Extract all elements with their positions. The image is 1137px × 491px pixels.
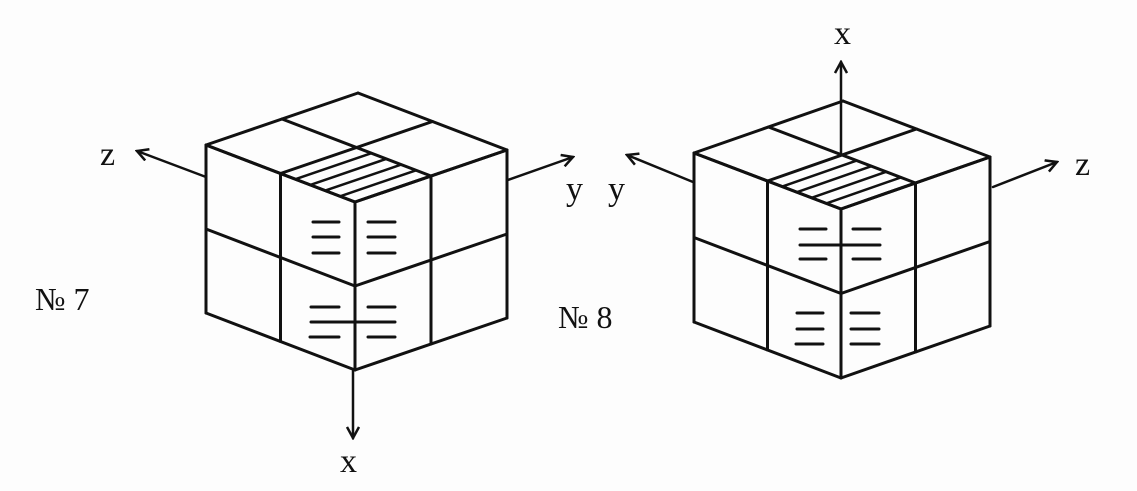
y-axis-arrow: [506, 157, 573, 182]
left-face-horizontal-line: [204, 311, 357, 372]
hatch-line: [810, 170, 888, 200]
left-face-horizontal-line: [692, 320, 843, 380]
left-face-horizontal-line: [692, 236, 843, 295]
top-grid-line: [841, 99, 992, 159]
z-axis-arrow: [991, 162, 1057, 189]
top-grid-line: [356, 91, 509, 152]
figure-7-axis-y-label: y: [566, 171, 583, 208]
cube-figure-7: [137, 91, 573, 438]
figure-7-label: № 7: [35, 281, 90, 317]
hatch-line: [323, 163, 403, 192]
hatch-line: [294, 151, 373, 181]
right-face-horizontal-line: [839, 240, 992, 295]
z-axis-arrow: [137, 151, 208, 179]
figure-8-axis-y-label: y: [608, 171, 625, 208]
figure-7-axis-x-label: x: [340, 443, 357, 480]
right-face-horizontal-line: [353, 316, 509, 372]
cube-figure-8: [627, 62, 1057, 380]
top-grid-line: [204, 91, 360, 147]
hatch-line: [780, 159, 858, 188]
hatch-line: [825, 176, 903, 205]
hatch-line: [309, 157, 388, 187]
figure-8-axis-x-label: x: [834, 15, 851, 52]
top-grid-line: [692, 99, 845, 155]
top-grid-line: [767, 125, 917, 185]
figure-8-axis-z-label: z: [1075, 146, 1090, 183]
y-axis-arrow: [627, 155, 695, 184]
hatch-line: [338, 169, 418, 198]
right-face-horizontal-line: [353, 232, 509, 288]
right-face-horizontal-line: [839, 324, 992, 380]
top-grid-line: [280, 117, 433, 178]
left-face-horizontal-line: [204, 227, 357, 288]
figure-8-label: № 8: [558, 299, 613, 335]
figure-7-axis-z-label: z: [100, 136, 115, 173]
hatch-line: [795, 164, 873, 194]
